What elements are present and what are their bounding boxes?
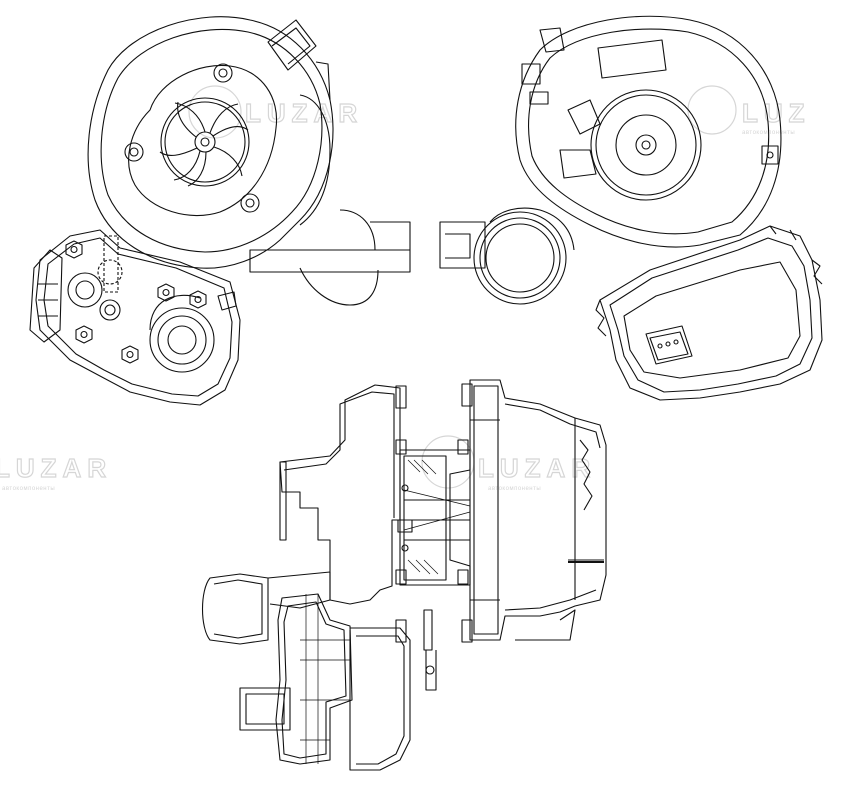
watermark-brand-short-text: LUZ [742, 98, 811, 128]
watermark-brand-text-center: LUZAR [478, 453, 596, 483]
watermark-bottom-center: LUZAR автокомпоненты [421, 435, 596, 492]
compressor-wheel-blades [159, 101, 249, 187]
center-housing-section [397, 449, 471, 586]
watermark-brand-text-left: LUZAR [0, 453, 112, 483]
watermark-top-center: LUZAR [188, 85, 363, 139]
hex-bolts-front [65, 240, 207, 364]
side-section-view [202, 379, 607, 771]
watermark-bottom-left: LUZAR автокомпоненты [0, 452, 112, 492]
watermark-top-right: LUZ автокомпоненты [687, 85, 811, 136]
watermark-brand-text: LUZAR [245, 98, 363, 128]
watermark-tagline-text-center: автокомпоненты [488, 486, 541, 492]
section-bolts-right [457, 383, 473, 643]
watermark-tagline-text-left: автокомпоненты [2, 486, 55, 492]
section-bolts-left [395, 385, 407, 643]
front-view [29, 16, 411, 406]
rear-view [439, 15, 823, 401]
